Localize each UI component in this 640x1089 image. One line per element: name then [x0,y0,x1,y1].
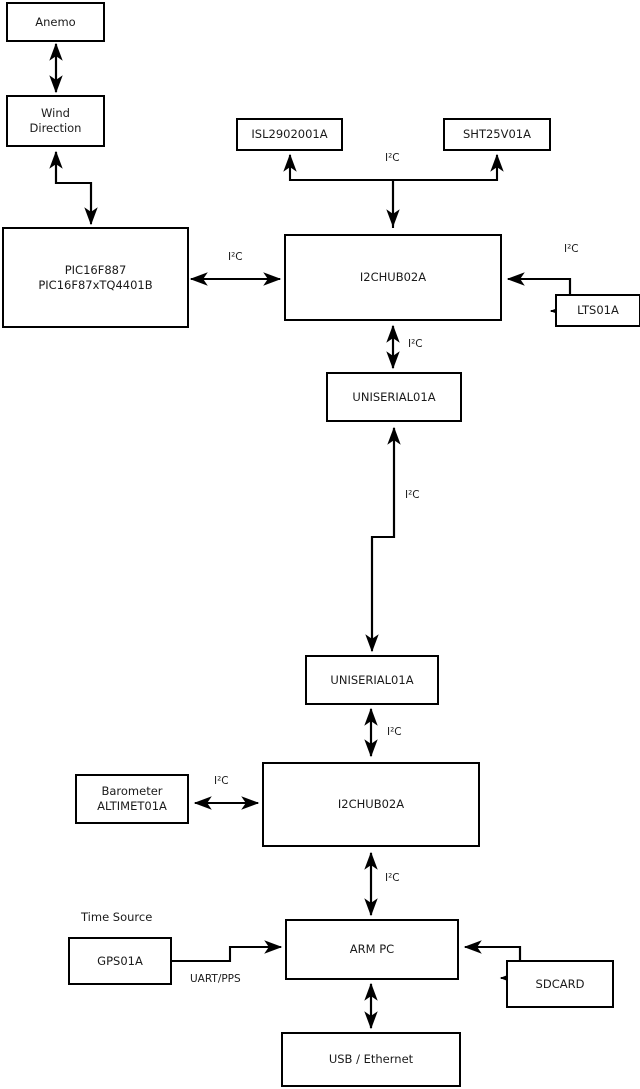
edge-label-uart-pps: UART/PPS [190,973,241,985]
edge-label-i2c-uniserial-hub2: I²C [387,726,402,738]
node-wind-direction[interactable]: Wind Direction [6,95,105,147]
connector-sensorbus-sht [393,153,504,182]
node-sdcard[interactable]: SDCARD [506,960,614,1008]
node-anemo[interactable]: Anemo [6,2,105,42]
node-uniserial01a-bottom[interactable]: UNISERIAL01A [305,655,439,705]
node-barometer-altimet01a[interactable]: Barometer ALTIMET01A [75,774,189,824]
connector-wind-pic [54,152,98,226]
edge-label-i2c-barometer-hub2: I²C [214,775,229,787]
node-arm-pc[interactable]: ARM PC [285,919,459,980]
node-lts01a[interactable]: LTS01A [555,294,640,327]
node-uniserial01a-top[interactable]: UNISERIAL01A [326,372,462,422]
edge-label-i2c-hub-uniserial: I²C [408,338,423,350]
node-pic-mcu[interactable]: PIC16F887 PIC16F87xTQ4401B [2,227,189,328]
edge-label-i2c-sensors-hub: I²C [385,152,400,164]
node-usb-ethernet[interactable]: USB / Ethernet [281,1032,461,1087]
edge-label-i2c-hub2-armpc: I²C [385,872,400,884]
node-sht25v01a[interactable]: SHT25V01A [443,118,551,151]
node-gps01a[interactable]: GPS01A [68,937,172,985]
node-i2chub02a-bottom[interactable]: I2CHUB02A [262,762,480,847]
connector-uniserial-bot-to-top [370,426,401,640]
connector-uniserial-top-to-bot [365,428,396,653]
node-isl2902001a[interactable]: ISL2902001A [236,118,343,151]
connector-pic-wind [49,150,93,215]
edge-label-i2c-pic-hub: I²C [228,251,243,263]
connector-sensorbus-isl [283,153,393,182]
node-i2chub02a-top[interactable]: I2CHUB02A [284,234,502,321]
connector-gps-armpc [172,940,283,963]
label-time-source: Time Source [81,910,153,924]
edge-label-i2c-hub-lts: I²C [564,243,579,255]
edge-label-i2c-uniserial-link: I²C [405,489,420,501]
